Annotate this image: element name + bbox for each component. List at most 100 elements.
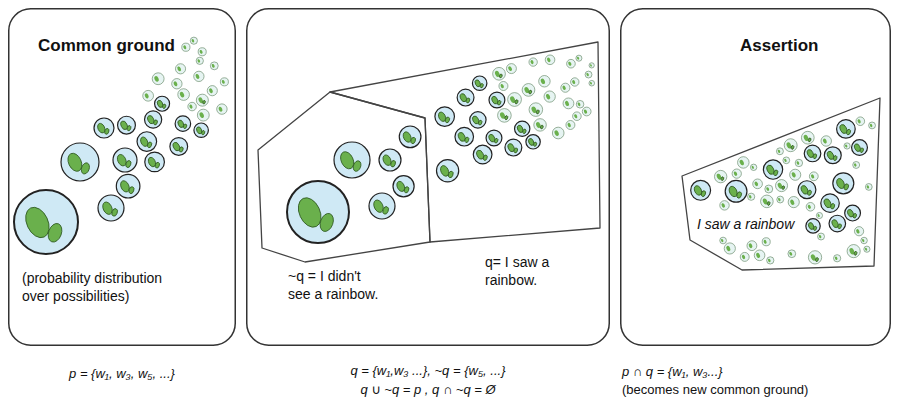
globe-sea [172,79,182,89]
globe-sea [470,112,486,128]
globe [539,76,550,87]
globe-sea [486,130,502,146]
globe-sea [198,48,206,56]
globe-sea [714,170,726,182]
globe-sea [720,237,727,244]
globe-sea [861,237,868,244]
globe-land [834,256,838,260]
globe [170,138,188,156]
globe-land [781,186,785,190]
globe-land [545,93,551,100]
globe [455,127,474,146]
globe-sea [399,126,421,148]
globe [788,250,796,258]
globe [379,149,401,171]
globe-sea [852,140,868,156]
globe [217,104,227,114]
globe-land [154,75,160,82]
globe-sea [435,107,455,127]
globe-sea [552,127,564,139]
globe-sea [571,78,579,86]
globe-land [536,110,540,115]
globe [748,193,755,200]
globe-sea [844,143,850,149]
globe [818,233,825,240]
region-outline [682,98,882,272]
globe-land [813,226,817,231]
globe [788,197,799,208]
globe-land [197,59,201,63]
globe-land [390,160,396,168]
globe [457,89,474,106]
globe-sea [207,86,217,96]
globe [829,215,846,232]
globe-sea [573,112,582,121]
globe-land [533,142,537,147]
globe-sea [137,132,157,152]
globe [470,112,486,128]
globe-sea [869,122,876,129]
panel-heading: Assertion [740,36,818,56]
globe-sea [544,91,555,102]
panel-frame [247,9,610,346]
globe-land [568,61,572,66]
globe-land [125,160,132,168]
assertion-label: I saw a rainbow [697,216,794,232]
globe [821,194,839,212]
globe [506,64,516,74]
globe-sea [515,121,530,136]
globe-sea [508,93,522,107]
globe-land [586,73,590,77]
globe [784,139,797,152]
globe-land [754,181,759,187]
globe-land [748,195,752,199]
globe-land [147,141,153,148]
globe-land [530,60,534,65]
globe-land [855,229,860,234]
globe-sea [190,37,197,44]
globe-land [410,137,416,145]
globe-sea [98,195,124,221]
globe-land [857,119,861,124]
globe-land [720,239,723,243]
globe-land [751,165,754,169]
globe [534,119,547,132]
globe-sea [472,76,486,90]
globe [498,109,512,123]
globe-sea [821,194,839,212]
globe-land [859,147,864,153]
globe-sea [765,185,773,193]
panel: Common ground(probability distribution o… [8,8,236,400]
globe [777,196,784,203]
globe [98,195,124,221]
globe [207,86,217,96]
globe-sea [563,98,574,109]
globe-land [755,252,760,258]
globe [152,73,164,85]
globe [188,102,196,110]
globe [508,93,522,107]
globe-land [179,91,185,98]
globe [753,179,763,189]
globe [393,176,414,197]
globe [473,145,492,164]
globe-land [382,206,390,215]
globe-sea [864,246,870,252]
globe-land [721,176,725,180]
globe-sea [14,190,78,254]
globe [691,180,711,200]
globe-land [199,112,205,119]
globe [145,111,162,128]
globe-sea [170,138,188,156]
globe-land [574,114,578,119]
globe [197,109,209,121]
globe [561,83,570,92]
globe-sea [806,202,815,211]
globe-sea [545,55,555,65]
globe-sea [118,116,136,134]
globe [853,162,860,169]
globe [776,148,783,155]
globe [182,43,190,51]
globe-land [513,147,518,153]
